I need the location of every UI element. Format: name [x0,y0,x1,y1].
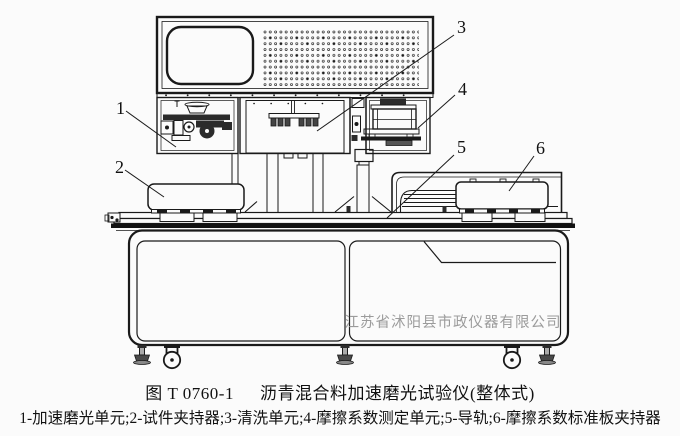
left-door [136,240,346,342]
measuring-drum [372,108,417,130]
callout-2-leader [124,169,165,198]
friction-measuring-unit [361,96,431,155]
upper-cabinet [155,15,435,98]
spray-manifold [268,113,320,119]
leveling-foot [538,344,556,365]
callout-2-label: 2 [115,157,124,177]
callout-1-leader [125,110,177,148]
callout-1-label: 1 [116,98,125,118]
leveling-foot [336,344,354,365]
callout-5-label: 5 [457,137,466,157]
lower-cabinet: 江苏省沭阳县市政仪器有限公司 [127,229,570,347]
figure-number: 图 T 0760-1 [145,384,234,403]
leveling-foot [133,344,151,365]
polishing-unit [156,96,239,155]
callout-5-leader [386,154,455,219]
callout-4-leader [417,94,456,129]
callouts: 1 2 3 4 5 6 [115,17,545,219]
figure-caption: 图 T 0760-1 沥青混合料加速磨光试验仪(整体式) [0,379,680,404]
caster-wheel [502,344,522,370]
figure-title: 沥青混合料加速磨光试验仪(整体式) [259,384,535,403]
callout-6-label: 6 [536,138,545,158]
cleaning-unit [239,96,351,159]
table-dark-band [111,223,575,228]
rail-tracks [404,190,457,203]
watermark-text: 江苏省沭阳县市政仪器有限公司 [345,314,562,331]
caster-wheel [162,344,182,370]
callout-3-label: 3 [457,17,466,37]
door-handle-groove [423,241,556,264]
callout-6-leader [508,155,535,192]
right-door [348,240,562,342]
callout-4-label: 4 [458,79,467,99]
table-end-clamp [104,212,121,223]
specimen-holder-unit [147,183,245,222]
spray-nozzles [270,117,319,127]
machine-line-drawing: 江苏省沭阳县市政仪器有限公司 [104,15,575,370]
carriage-beam [163,114,230,120]
stand-columns [231,148,392,213]
observation-window [165,25,255,86]
standard-plate-holder-unit [455,178,549,222]
callout-3-leader [316,34,455,132]
machine-feet [133,344,556,370]
parts-legend: 1-加速磨光单元;2-试件夹持器;3-清洗单元;4-摩擦系数测定单元;5-导轨;… [19,410,661,427]
